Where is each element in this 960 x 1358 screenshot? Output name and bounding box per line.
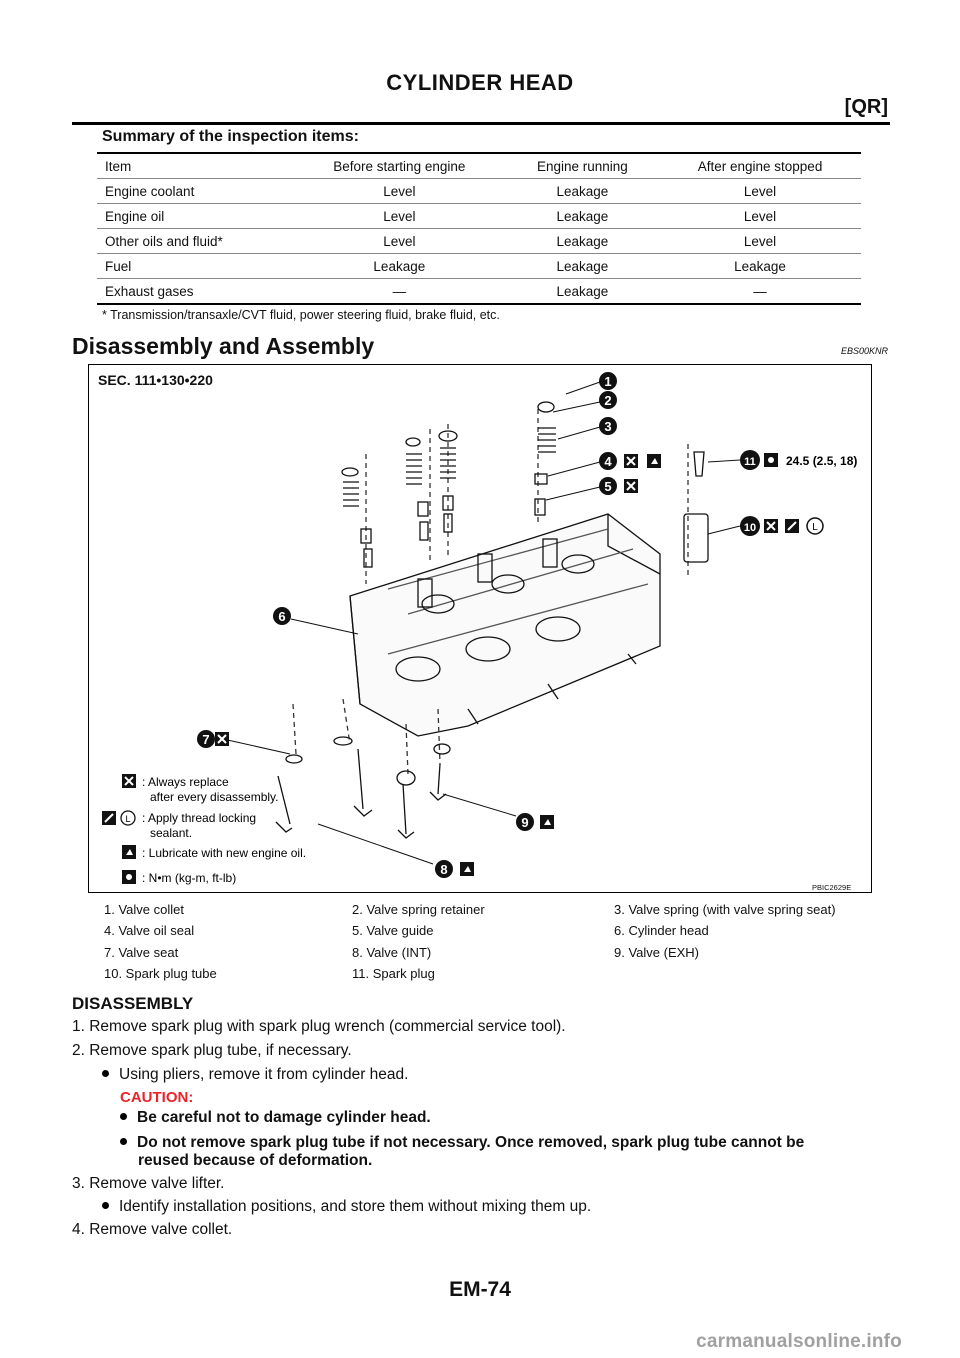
section-tag: [QR] bbox=[844, 96, 888, 118]
table-row: Exhaust gases — Leakage — bbox=[97, 278, 861, 305]
caution-text-cont: reused because of deformation. bbox=[138, 1152, 373, 1169]
callout-2: 2 bbox=[604, 393, 611, 408]
table-cell: Level bbox=[659, 203, 861, 229]
legend-torque-unit: : N•m (kg-m, ft-lb) bbox=[142, 871, 236, 885]
list-item: 5. Valve guide bbox=[352, 923, 434, 938]
header-rule bbox=[72, 122, 890, 125]
section-heading: Disassembly and Assembly bbox=[72, 333, 375, 359]
col-header: Engine running bbox=[505, 152, 660, 179]
table-cell: Leakage bbox=[505, 253, 660, 279]
step-1: 1. Remove spark plug with spark plug wre… bbox=[72, 1018, 566, 1035]
table-cell: — bbox=[659, 278, 861, 305]
table-row: Other oils and fluid* Level Leakage Leve… bbox=[97, 228, 861, 254]
table-cell: Leakage bbox=[505, 203, 660, 229]
callout-11: 11 bbox=[744, 456, 756, 468]
section-code: EBS00KNR bbox=[840, 346, 888, 356]
torque-value: 24.5 (2.5, 18) bbox=[786, 454, 857, 468]
bullet-dot bbox=[120, 1138, 127, 1146]
list-item: 11. Spark plug bbox=[352, 966, 435, 981]
step-4: 4. Remove valve collet. bbox=[72, 1221, 233, 1238]
page-title: CYLINDER HEAD bbox=[386, 70, 574, 95]
table-cell: Level bbox=[293, 203, 506, 229]
table-footnote: * Transmission/transaxle/CVT fluid, powe… bbox=[102, 308, 500, 322]
table-row: Fuel Leakage Leakage Leakage bbox=[97, 253, 861, 279]
table-cell: Level bbox=[293, 228, 506, 254]
table-cell: — bbox=[293, 278, 506, 305]
step-2: 2. Remove spark plug tube, if necessary. bbox=[72, 1042, 352, 1059]
table-cell: Leakage bbox=[505, 278, 660, 305]
list-item: 8. Valve (INT) bbox=[352, 945, 432, 960]
svg-text:L: L bbox=[125, 814, 130, 824]
table-cell: Level bbox=[659, 228, 861, 254]
exploded-view-figure bbox=[88, 364, 872, 893]
summary-heading: Summary of the inspection items: bbox=[102, 128, 359, 145]
page-number: EM-74 bbox=[449, 1278, 511, 1301]
table-cell: Leakage bbox=[505, 228, 660, 254]
cylinder-head-illustration: 1 2 3 4 5 6 7 8 9 10 11 L 24.5 (2.5, 18)… bbox=[102, 372, 857, 885]
caution-item: Be careful not to damage cylinder head. bbox=[120, 1109, 431, 1127]
legend-sealant-2: sealant. bbox=[150, 826, 192, 840]
callout-8: 8 bbox=[440, 862, 447, 877]
table-row: Engine coolant Level Leakage Level bbox=[97, 178, 861, 204]
figure-code: PBIC2629E bbox=[812, 883, 852, 892]
bullet-dot bbox=[102, 1070, 109, 1078]
list-item: 6. Cylinder head bbox=[614, 923, 709, 938]
bullet-item: Using pliers, remove it from cylinder he… bbox=[102, 1066, 408, 1084]
caution-text: Do not remove spark plug tube if not nec… bbox=[137, 1134, 805, 1151]
caution-text: Be careful not to damage cylinder head. bbox=[137, 1109, 431, 1126]
table-cell: Fuel bbox=[97, 253, 293, 279]
bullet-text: Identify installation positions, and sto… bbox=[119, 1198, 592, 1215]
list-item: 3. Valve spring (with valve spring seat) bbox=[614, 902, 836, 917]
caution-item: Do not remove spark plug tube if not nec… bbox=[120, 1134, 804, 1152]
col-header: Before starting engine bbox=[293, 152, 506, 179]
callout-5: 5 bbox=[604, 479, 611, 494]
table-cell: Engine coolant bbox=[97, 178, 293, 204]
list-item: 4. Valve oil seal bbox=[104, 923, 195, 938]
caution-label: CAUTION: bbox=[120, 1089, 194, 1106]
table-cell: Leakage bbox=[505, 178, 660, 204]
watermark: carmanualsonline.info bbox=[696, 1331, 902, 1352]
legend-sealant-1: : Apply thread locking bbox=[142, 811, 256, 825]
table-cell: Engine oil bbox=[97, 203, 293, 229]
table-cell: Leakage bbox=[659, 253, 861, 279]
list-item: 2. Valve spring retainer bbox=[352, 902, 485, 917]
list-item: 10. Spark plug tube bbox=[104, 966, 217, 981]
table-cell: Other oils and fluid* bbox=[97, 228, 293, 254]
disassembly-heading: DISASSEMBLY bbox=[72, 994, 194, 1013]
table-cell: Leakage bbox=[293, 253, 506, 279]
table-cell: Exhaust gases bbox=[97, 278, 293, 305]
table-cell: Level bbox=[659, 178, 861, 204]
bullet-dot bbox=[102, 1202, 109, 1210]
legend-oil: : Lubricate with new engine oil. bbox=[142, 846, 306, 860]
table-cell: Level bbox=[293, 178, 506, 204]
table-header-row: Item Before starting engine Engine runni… bbox=[97, 152, 861, 179]
step-3: 3. Remove valve lifter. bbox=[72, 1175, 225, 1192]
figure-sec-label: SEC. 111•130•220 bbox=[98, 372, 213, 388]
callout-9: 9 bbox=[521, 815, 528, 830]
col-header: Item bbox=[97, 152, 293, 179]
table-row: Engine oil Level Leakage Level bbox=[97, 203, 861, 229]
callout-10: 10 bbox=[744, 522, 756, 534]
callout-3: 3 bbox=[604, 419, 611, 434]
list-item: 9. Valve (EXH) bbox=[614, 945, 700, 960]
bullet-item: Identify installation positions, and sto… bbox=[102, 1198, 591, 1216]
callout-1: 1 bbox=[604, 374, 611, 389]
list-item: 1. Valve collet bbox=[104, 902, 184, 917]
bullet-text: Using pliers, remove it from cylinder he… bbox=[119, 1066, 409, 1083]
bullet-dot bbox=[120, 1113, 127, 1121]
callout-4: 4 bbox=[604, 454, 612, 469]
inspection-table: Item Before starting engine Engine runni… bbox=[97, 152, 861, 305]
legend-replace-1: : Always replace bbox=[142, 775, 229, 789]
col-header: After engine stopped bbox=[659, 152, 861, 179]
svg-text:L: L bbox=[812, 522, 818, 533]
parts-list: 1. Valve collet 2. Valve spring retainer… bbox=[104, 902, 884, 986]
legend-replace-2: after every disassembly. bbox=[150, 790, 279, 804]
callout-6: 6 bbox=[278, 609, 285, 624]
list-item: 7. Valve seat bbox=[104, 945, 179, 960]
callout-7: 7 bbox=[202, 732, 209, 747]
